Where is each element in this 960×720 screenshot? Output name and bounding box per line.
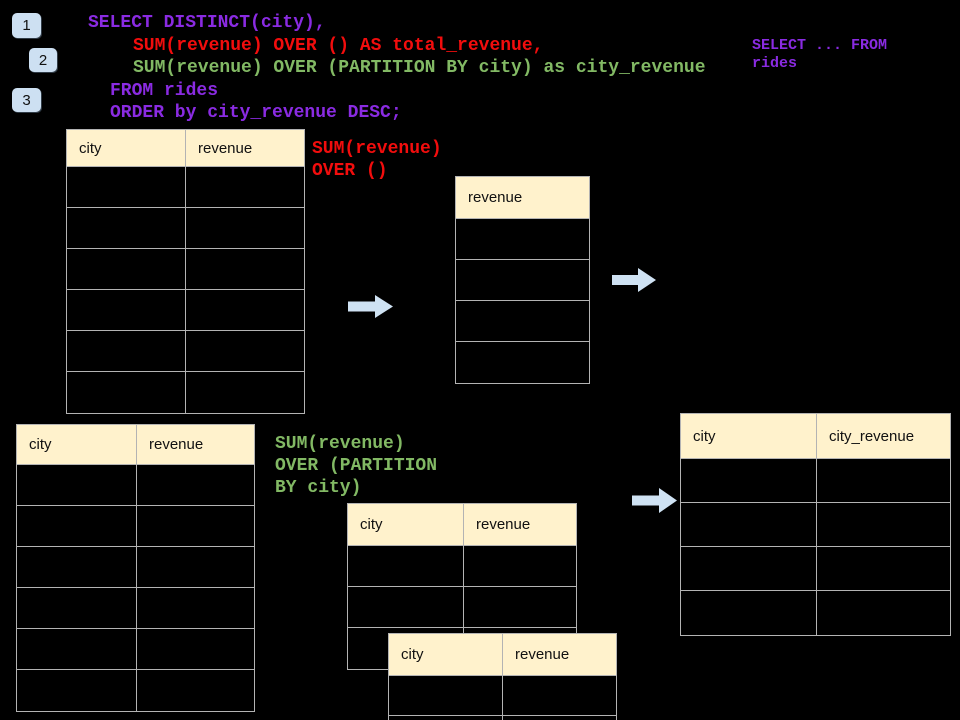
column-header-city: city: [348, 504, 464, 545]
city-revenue-result-table: city city_revenue: [680, 413, 951, 636]
table-row: [17, 670, 254, 711]
table-row: [456, 260, 589, 301]
table-row: [67, 208, 304, 249]
column-header-city: city: [67, 130, 186, 166]
table-row: [348, 587, 576, 628]
partition-table-back: city revenue: [347, 503, 577, 670]
arrow-right-icon: [632, 488, 677, 513]
table-row: [67, 167, 304, 208]
table-row: [17, 588, 254, 629]
table-row: [67, 372, 304, 413]
table-row: [681, 459, 950, 503]
arrow-right-icon: [348, 295, 393, 318]
table-row: [17, 547, 254, 588]
table-row: [17, 506, 254, 547]
table-row: [456, 342, 589, 383]
column-header-revenue: revenue: [198, 139, 253, 157]
sql-line-from: FROM rides: [110, 81, 219, 101]
column-header-city: city: [389, 634, 503, 675]
step-1-badge: 1: [12, 13, 41, 38]
column-header-revenue: revenue: [476, 516, 531, 533]
table-row: [17, 465, 254, 506]
arrow-right-icon: [612, 268, 656, 292]
table-row: [389, 676, 616, 716]
table-row: [456, 219, 589, 260]
source-table-top: city revenue: [66, 129, 305, 414]
partition-window-fn-label-line-1: SUM(revenue): [275, 434, 405, 454]
table-row: [681, 547, 950, 591]
table-row: [456, 301, 589, 342]
sql-line-order: ORDER by city_revenue DESC;: [110, 103, 402, 123]
table-row: [681, 503, 950, 547]
column-header-revenue: revenue: [468, 189, 523, 206]
partition-window-fn-label-line-2: OVER (PARTITION: [275, 456, 438, 476]
sql-line-select: SELECT DISTINCT(city),: [88, 13, 326, 33]
source-table-bottom: city revenue: [16, 424, 255, 712]
column-header-revenue: revenue: [515, 646, 570, 663]
table-row: [67, 249, 304, 290]
table-row: [681, 591, 950, 635]
total-window-fn-label-line-2: OVER (): [312, 161, 388, 181]
partition-table-front: city revenue: [388, 633, 617, 720]
partition-window-fn-label-line-3: BY city): [275, 478, 362, 498]
table-row: [17, 629, 254, 670]
column-header-city: city: [17, 425, 137, 464]
column-header-city: city: [681, 414, 817, 458]
column-header-revenue: revenue: [149, 436, 204, 453]
total-window-fn-label-line-1: SUM(revenue): [312, 139, 442, 159]
sql-line-total-revenue: SUM(revenue) OVER () AS total_revenue,: [133, 36, 544, 56]
side-note-line-2: rides: [752, 55, 798, 72]
table-row: [67, 290, 304, 331]
table-row: [389, 716, 616, 720]
table-row: [67, 331, 304, 372]
total-revenue-table: revenue: [455, 176, 590, 384]
step-3-badge: 3: [12, 88, 41, 112]
side-note-line-1: SELECT ... FROM: [752, 37, 888, 54]
table-row: [348, 546, 576, 587]
step-2-badge: 2: [29, 48, 57, 72]
column-header-city-revenue: city_revenue: [829, 427, 915, 445]
sql-line-city-revenue: SUM(revenue) OVER (PARTITION BY city) as…: [133, 58, 706, 78]
